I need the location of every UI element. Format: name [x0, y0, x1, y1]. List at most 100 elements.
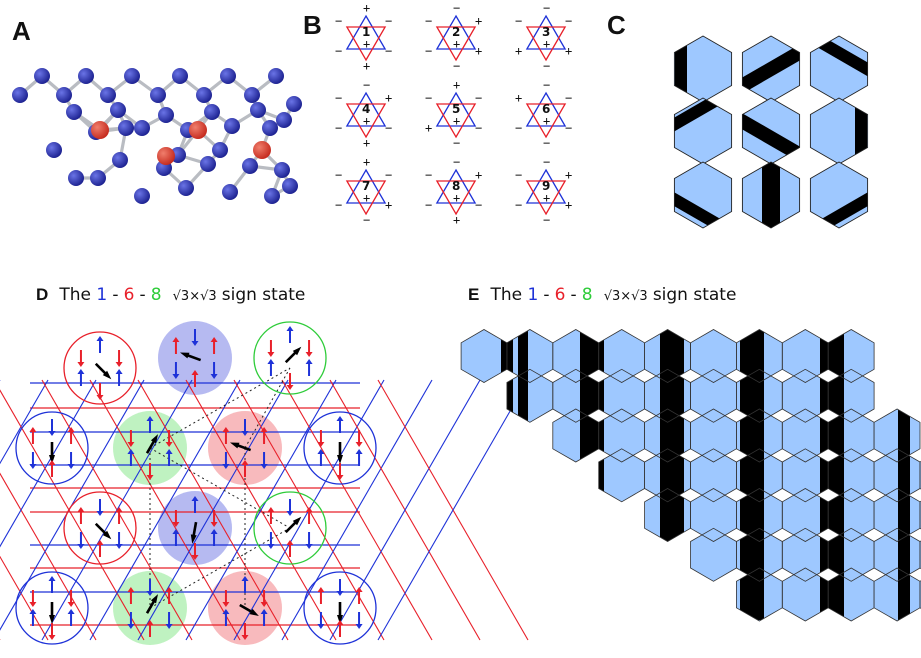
minus-sign: −: [335, 91, 342, 105]
tile: [782, 409, 829, 462]
minus-sign: −: [385, 168, 392, 182]
small-spin-arrow-head: [48, 576, 56, 581]
minus-sign: −: [565, 91, 572, 105]
dotted-guide: [149, 367, 291, 449]
small-spin-arrow-head: [305, 352, 313, 357]
atom-blue: [172, 68, 188, 84]
small-spin-arrow-head: [317, 442, 325, 447]
tile: [690, 369, 737, 423]
atom-blue: [134, 188, 150, 204]
tile-outline: [827, 368, 875, 423]
small-spin-arrow-head: [260, 602, 268, 607]
tile: [461, 329, 507, 383]
panel-label-e: E: [468, 285, 479, 304]
star-number: 4: [362, 102, 370, 116]
small-spin-arrow-head: [210, 374, 218, 379]
spin-arrow-head: [102, 530, 112, 540]
minus-sign: −: [565, 121, 572, 135]
panel-b-stars: 1 2 3 4 5 6 7 8 9 +−−+−−+−++−−−+−−+−+−+−…: [335, 1, 572, 227]
small-spin-arrow-head: [336, 475, 344, 480]
plus-sign: +: [453, 213, 460, 227]
minus-sign: −: [453, 155, 460, 169]
small-spin-arrow-head: [146, 416, 154, 421]
atom-blue: [200, 156, 216, 172]
small-spin-arrow-head: [286, 511, 294, 516]
star-triangle-down: [345, 26, 387, 62]
star-number: 6: [542, 102, 550, 116]
small-spin-arrow-head: [260, 464, 268, 469]
small-spin-arrow-head: [127, 587, 135, 592]
lattice-line: [281, 379, 433, 641]
plus-sign: +: [363, 59, 370, 73]
panel-label-c: C: [607, 10, 626, 40]
minus-sign: −: [543, 213, 550, 227]
star-triangle-down: [435, 26, 477, 62]
atom-blue: [204, 104, 220, 120]
spin-arrow-head: [180, 352, 190, 359]
minus-sign: −: [543, 136, 550, 150]
panel-label-d: D: [36, 285, 48, 304]
small-spin-arrow-head: [77, 369, 85, 374]
small-spin-arrow-head: [191, 496, 199, 501]
panel-d-title: D The 1 - 6 - 8 √3×√3 sign state: [36, 285, 305, 305]
tile: [782, 448, 829, 502]
minus-sign: −: [543, 1, 550, 15]
stripe: [674, 98, 732, 149]
minus-sign: −: [425, 14, 432, 28]
small-spin-arrow-head: [241, 576, 249, 581]
small-spin-arrow-head: [267, 544, 275, 549]
plus-sign: +: [475, 44, 482, 58]
plus-sign: +: [453, 37, 460, 51]
star-triangle-up: [435, 14, 477, 50]
plus-sign: +: [515, 44, 522, 58]
lattice-line: [329, 379, 481, 641]
hexagon-outline: [809, 161, 869, 229]
small-spin-arrow-head: [146, 620, 154, 625]
minus-sign: −: [475, 121, 482, 135]
hexagon: [810, 98, 868, 164]
small-spin-arrow-head: [146, 591, 154, 596]
small-spin-arrow-head: [165, 624, 173, 629]
spin-arrow-head: [337, 455, 343, 464]
tile-outline: [919, 540, 921, 570]
small-spin-arrow-head: [172, 529, 180, 534]
lattice-line: [0, 379, 97, 548]
atom-red: [189, 121, 207, 139]
atom-blue: [250, 102, 266, 118]
small-spin-arrow-head: [241, 635, 249, 640]
small-spin-arrow-head: [305, 507, 313, 512]
small-spin-arrow-head: [286, 385, 294, 390]
atom-blue: [286, 96, 302, 112]
minus-sign: −: [335, 121, 342, 135]
small-spin-arrow-head: [267, 507, 275, 512]
minus-sign: −: [335, 168, 342, 182]
plus-sign: +: [453, 78, 460, 92]
atom-blue: [220, 68, 236, 84]
small-spin-arrow-head: [165, 442, 173, 447]
spin-arrow-head: [49, 615, 55, 624]
minus-sign: −: [475, 198, 482, 212]
atom-blue: [34, 68, 50, 84]
tile: [506, 369, 553, 423]
stripe: [580, 329, 604, 620]
atom-blue: [268, 68, 284, 84]
outline-circle: [15, 411, 89, 485]
star-number: 8: [452, 179, 460, 193]
dotted-guide: [149, 527, 291, 609]
small-spin-arrow-head: [210, 337, 218, 342]
stripe: [762, 162, 780, 228]
outline-circle: [63, 331, 137, 405]
small-spin-arrow-head: [96, 336, 104, 341]
plus-sign: +: [363, 1, 370, 15]
small-spin-arrow-head: [222, 602, 230, 607]
tile-outline: [873, 408, 921, 463]
small-spin-arrow-head: [48, 635, 56, 640]
plus-sign: +: [565, 168, 572, 182]
small-spin-arrow-head: [29, 602, 37, 607]
small-spin-arrow-head: [127, 442, 135, 447]
outline-circle: [253, 491, 327, 565]
star-number: 2: [452, 25, 460, 39]
minus-sign: −: [475, 91, 482, 105]
plus-sign: +: [515, 91, 522, 105]
small-spin-arrow-head: [48, 431, 56, 436]
